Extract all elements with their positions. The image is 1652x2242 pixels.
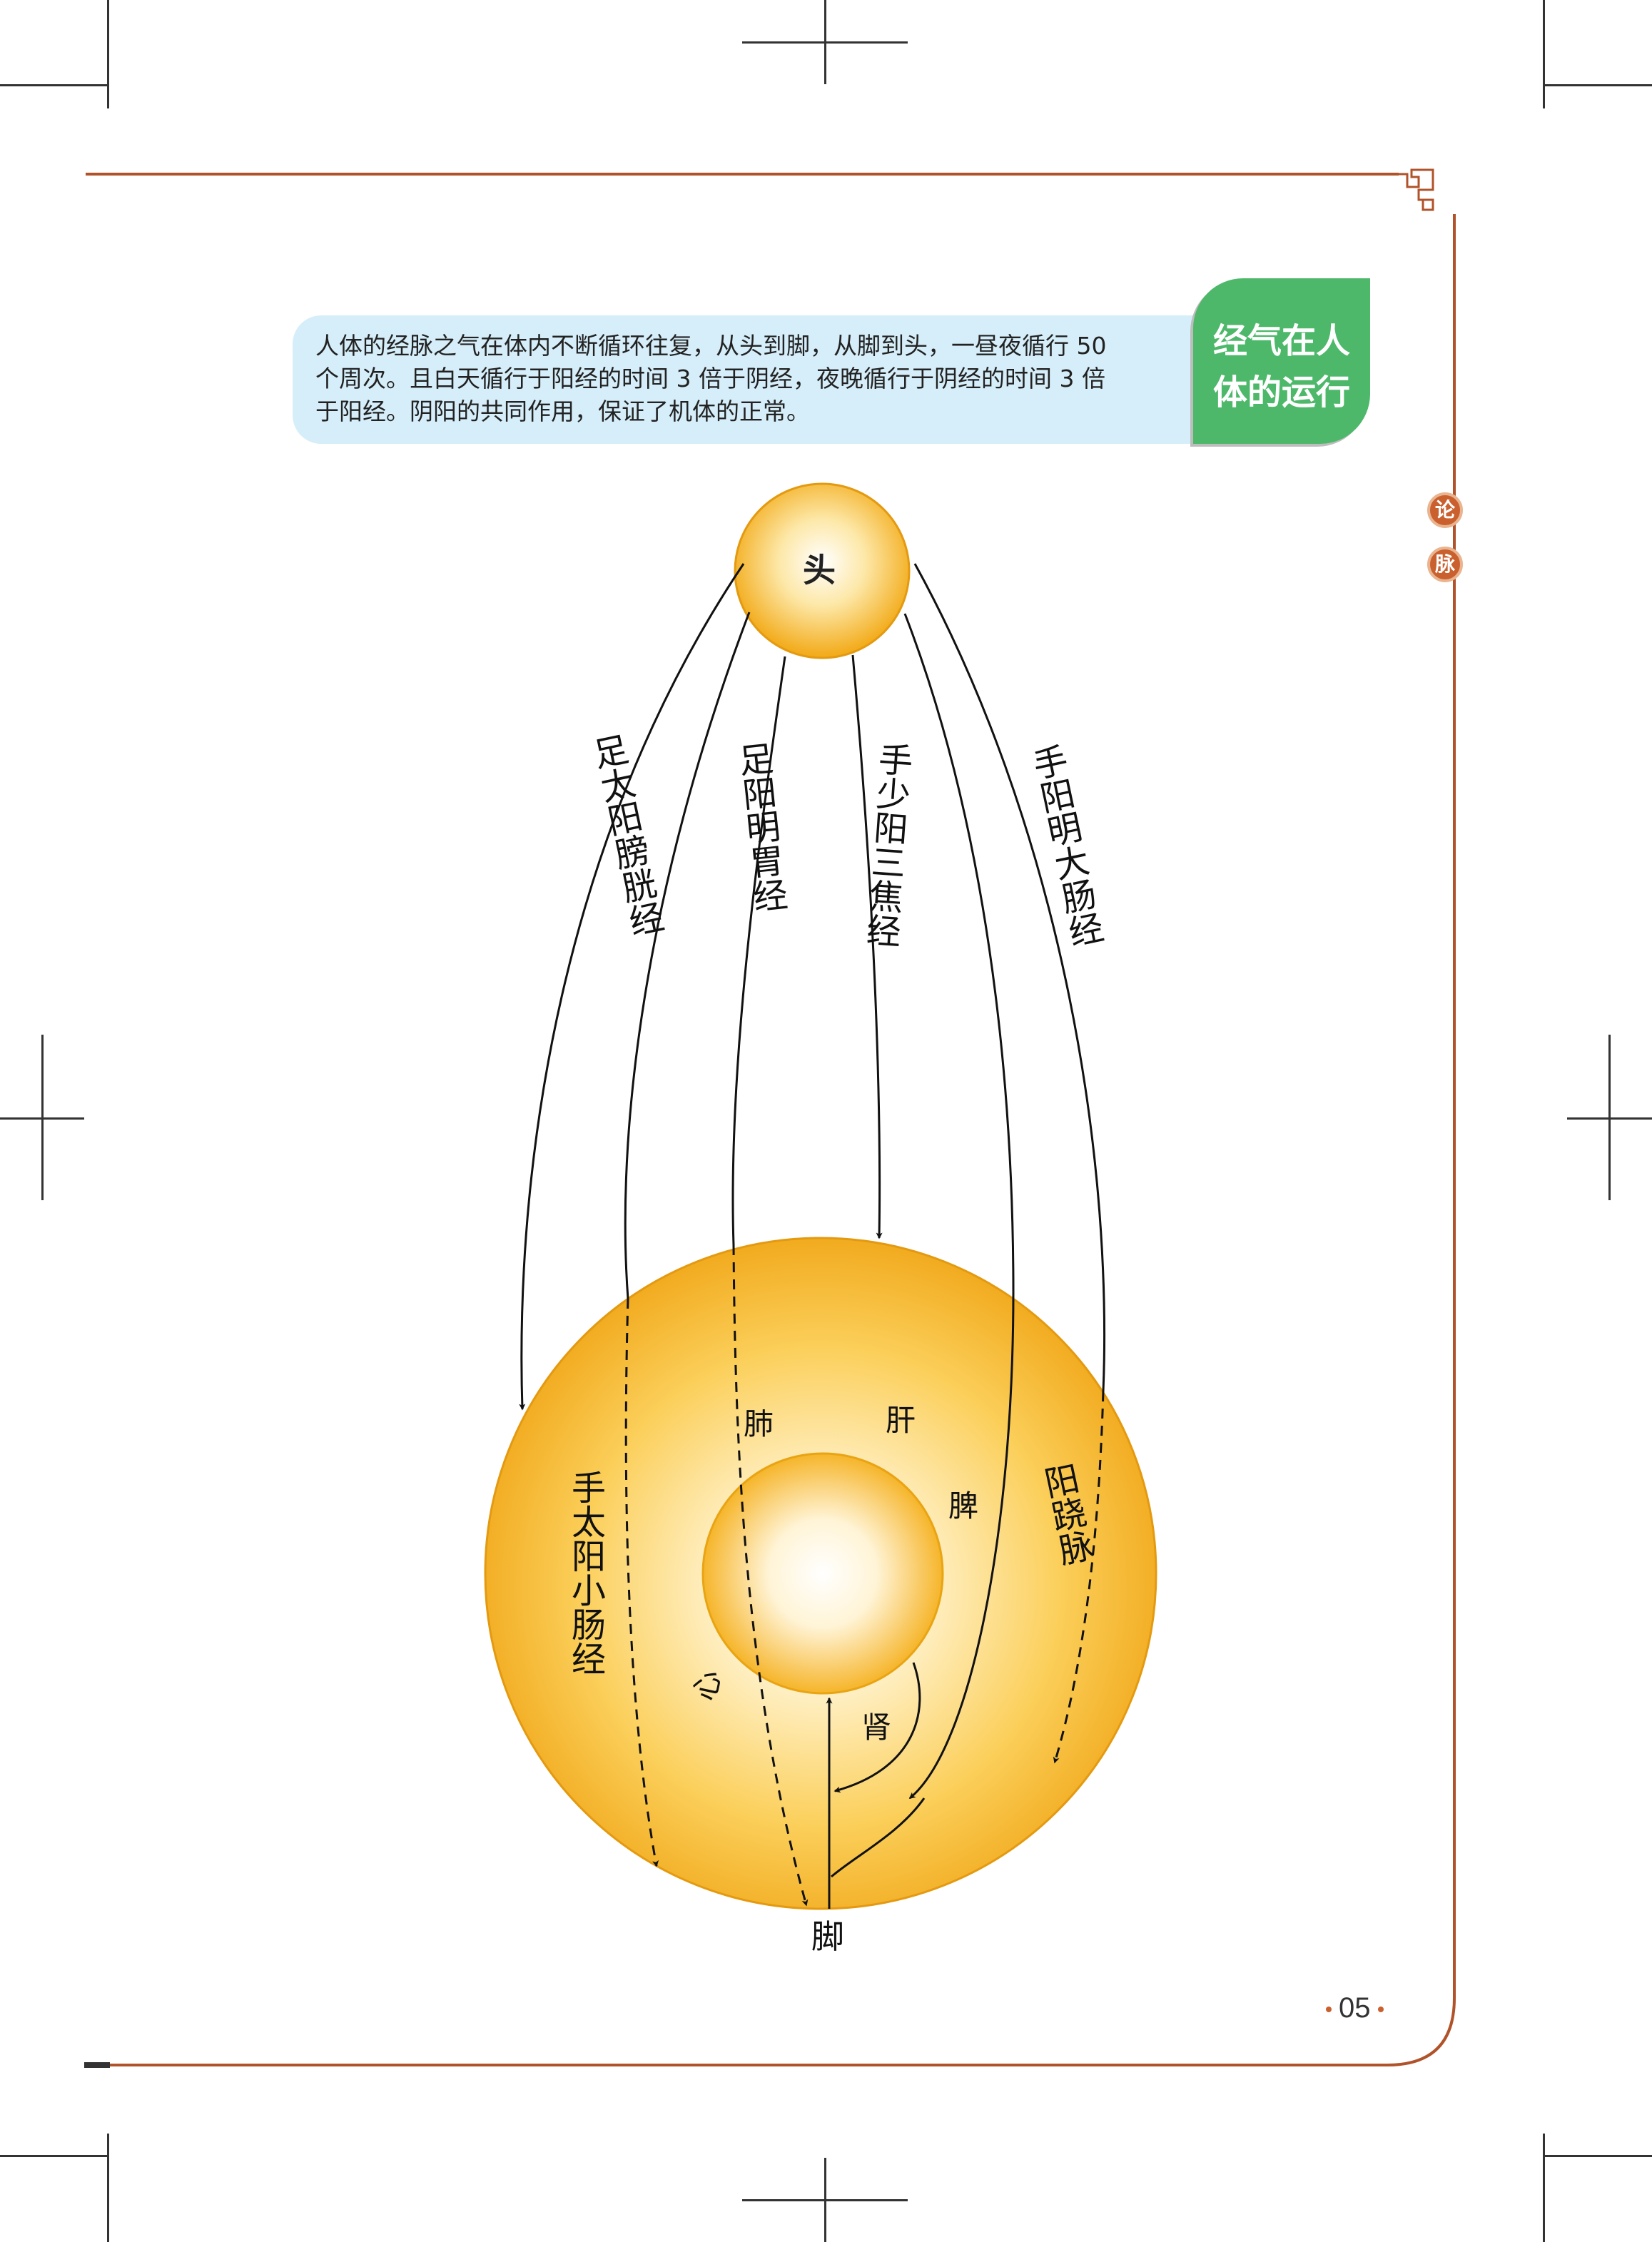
organ-label-heart: 心 [686, 1667, 727, 1703]
foot-curve-line [831, 1797, 926, 1878]
channel-label-zutaiyang: 足太阳膀胱经 [584, 731, 667, 940]
head-sphere [734, 482, 911, 659]
crop-mark [1543, 84, 1652, 86]
intro-line: 个周次。且白天循行于阳经的时间 3 倍于阴经，夜晚循行于阴经的时间 3 倍 [315, 365, 1105, 392]
kidney-curve-line [833, 1662, 921, 1793]
intro-line: 人体的经脉之气在体内不断循环往复，从头到脚，从脚到头，一昼夜循行 50 [315, 332, 1107, 360]
intro-box [293, 315, 1199, 444]
crop-mark [107, 0, 109, 108]
crop-mark [107, 2134, 109, 2242]
channel-line-zutaiyang [519, 563, 745, 1411]
chapter-badge: 论 [1427, 492, 1463, 528]
crop-mark [742, 2199, 908, 2201]
channel-dash-zuyangming [732, 1244, 809, 1907]
crop-mark [1543, 2155, 1652, 2157]
organ-label-lung: 肺 [744, 1406, 774, 1441]
crop-mark [742, 41, 908, 44]
page-number-dot [1377, 2007, 1384, 2013]
organ-label-liver: 肝 [886, 1403, 916, 1438]
page-number-text: 05 [1339, 1992, 1371, 2024]
organ-label-spleen: 脾 [948, 1488, 978, 1523]
channel-line-shouyangming [903, 613, 1015, 1292]
channel-label-shoushaoyang: 手少阳三焦经 [859, 741, 913, 948]
section-tag-line: 体的运行 [1212, 372, 1350, 412]
channel-label-shoutaiyang: 手太阳小肠经 [565, 1470, 605, 1675]
section-tag-line: 经气在人 [1212, 321, 1350, 361]
inner-sphere [701, 1452, 944, 1695]
crop-mark [0, 2155, 108, 2157]
crop-mark [0, 84, 108, 86]
channel-dash-yangqiao [1053, 1391, 1105, 1764]
crop-mark [1543, 0, 1545, 108]
channel-line-shoushaoyang [851, 654, 883, 1239]
head-label: 头 [803, 551, 836, 589]
channel-line-zuyangming2 [731, 656, 786, 1246]
organ-label-kidney: 肾 [861, 1710, 891, 1745]
chapter-badge: 脉 [1427, 547, 1463, 582]
channel-line-zuyangming [624, 612, 751, 1299]
crop-mark [0, 1117, 84, 1120]
channel-line-shouyangming2 [913, 563, 1106, 1392]
crop-mark [1567, 1117, 1652, 1120]
intro-text: 人体的经脉之气在体内不断循环往复，从头到脚，从脚到头，一昼夜循行 50 个周次。… [315, 330, 1172, 428]
channel-line-inner-right [908, 1291, 1015, 1800]
channel-dash-shoutaiyang [624, 1298, 659, 1867]
section-tag: 经气在人 体的运行 [1193, 278, 1370, 444]
foot-label: 脚 [811, 1917, 844, 1956]
page-number-dot [1326, 2007, 1332, 2013]
channel-label-shouyangming: 手阳明大肠经 [1024, 741, 1106, 950]
intro-line: 于阳经。阴阳的共同作用，保证了机体的正常。 [315, 397, 810, 425]
channel-label-zuyangming: 足阳明胃经 [731, 740, 789, 915]
crop-mark [1543, 2134, 1545, 2242]
page-number: 05 [1319, 1992, 1391, 2024]
